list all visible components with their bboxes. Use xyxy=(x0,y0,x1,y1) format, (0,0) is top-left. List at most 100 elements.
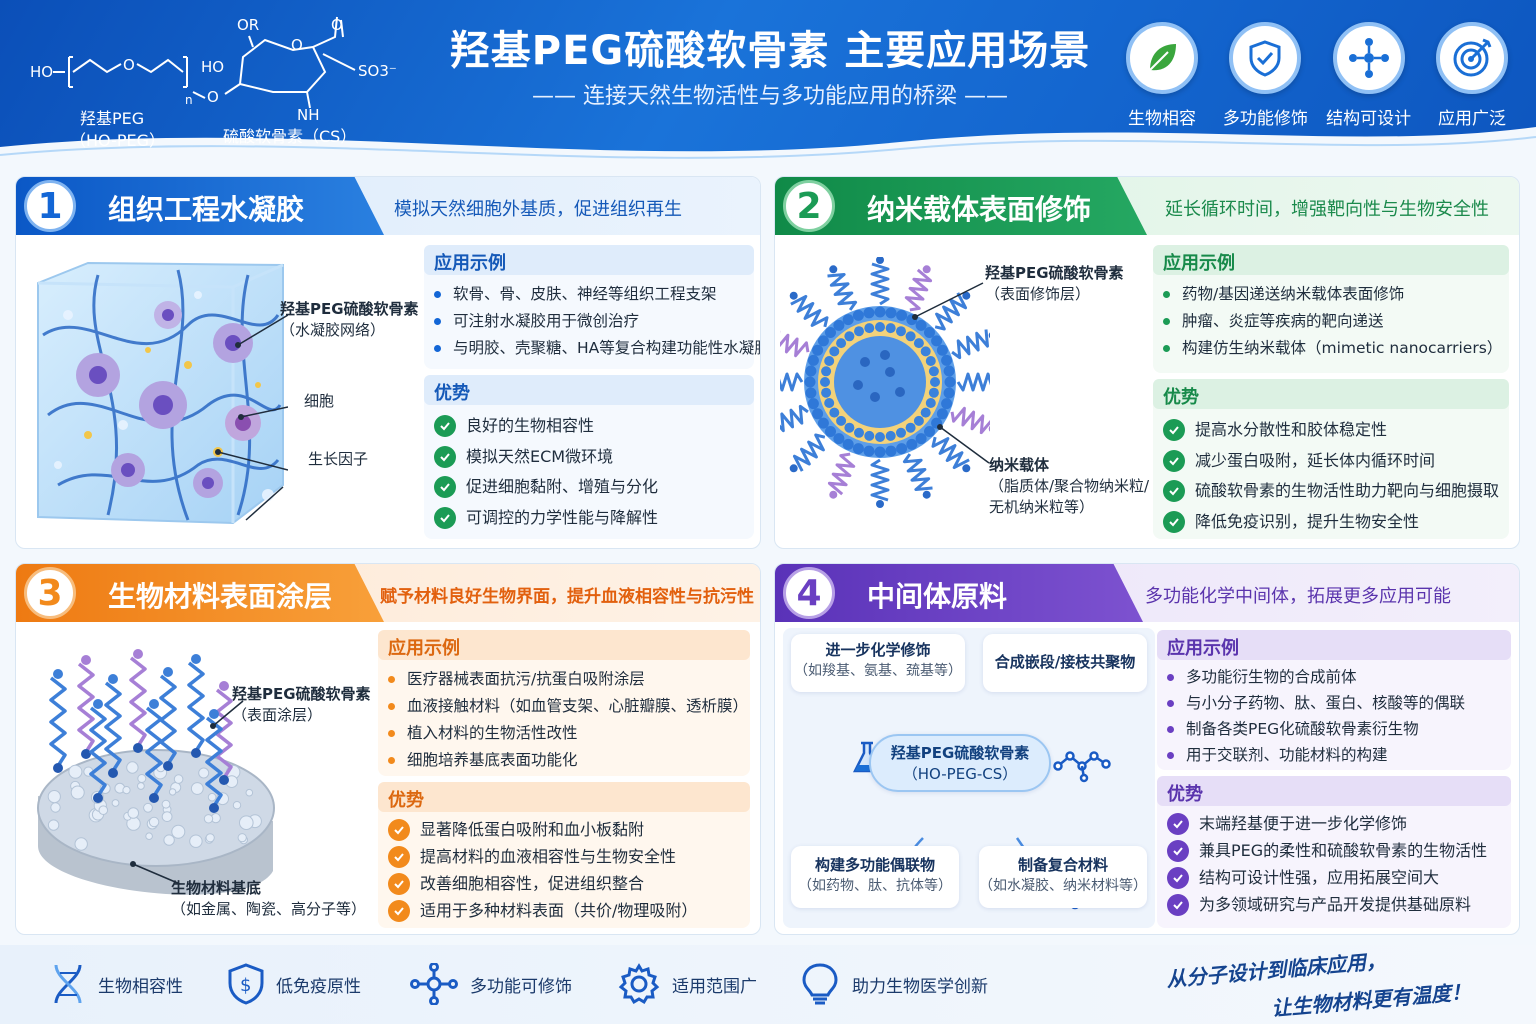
list-item: 兼具PEG的柔性和硫酸软骨素的生物活性 xyxy=(1167,837,1501,864)
mol-nh: NH xyxy=(297,106,320,124)
list-item: 提高水分散性和胶体稳定性 xyxy=(1163,415,1499,446)
list-item: 显著降低蛋白吸附和血小板黏附 xyxy=(388,816,740,843)
panel-title: 生物材料表面涂层 xyxy=(108,575,332,615)
list-item: 植入材料的生物活性改性 xyxy=(388,720,740,747)
callout-growth-factor: 生长因子 xyxy=(308,449,368,470)
check-icon xyxy=(434,507,456,529)
callout-substrate: 生物材料基底 （如金属、陶瓷、高分子等） xyxy=(171,878,366,920)
node-center-hopegcs: 羟基PEG硫酸软骨素 （HO-PEG-CS） xyxy=(869,734,1051,792)
cs-name: 硫酸软骨素（CS） xyxy=(223,127,356,146)
panel-number: 4 xyxy=(783,567,835,619)
node-copolymer: 合成嵌段/接枝共聚物 xyxy=(983,634,1147,692)
lightbulb-icon xyxy=(800,962,840,1006)
examples-list: 药物/基因递送纳米载体表面修饰 肿瘤、炎症等疾病的靶向递送 构建仿生纳米载体（m… xyxy=(1153,275,1509,368)
panel-title: 中间体原料 xyxy=(867,575,1007,615)
footer-item-multifunctional: 多功能可修饰 xyxy=(410,963,572,1005)
check-icon xyxy=(1163,450,1185,472)
mol-o3: O xyxy=(291,36,303,54)
hydrogel-illustration xyxy=(28,255,288,530)
check-icon xyxy=(434,415,456,437)
list-item: 良好的生物相容性 xyxy=(434,411,744,442)
target-icon xyxy=(1436,22,1508,94)
footer-item-wide-range: 适用范围广 xyxy=(618,963,757,1005)
examples-title: 应用示例 xyxy=(378,630,750,660)
list-item: 肿瘤、炎症等疾病的靶向递送 xyxy=(1163,308,1499,335)
panel-title: 纳米载体表面修饰 xyxy=(867,188,1091,228)
list-item: 结构可设计性强，应用拓展空间大 xyxy=(1167,864,1501,891)
list-item: 改善细胞相容性，促进组织整合 xyxy=(388,870,740,897)
check-icon xyxy=(1163,480,1185,502)
list-item: 促进细胞黏附、增殖与分化 xyxy=(434,472,744,503)
footer-slogan: 从分子设计到临床应用， 让生物材料更有温度！ xyxy=(1166,946,1506,1022)
mol-so3: SO3⁻ xyxy=(358,62,397,80)
panel-number: 2 xyxy=(783,180,835,232)
list-item: 可注射水凝胶用于微创治疗 xyxy=(434,308,744,335)
check-icon xyxy=(388,846,410,868)
panel-header: 2 纳米载体表面修饰 延长循环时间，增强靶向性与生物安全性 xyxy=(775,177,1519,235)
advantages-list: 显著降低蛋白吸附和血小板黏附 提高材料的血液相容性与生物安全性 改善细胞相容性，… xyxy=(378,812,750,930)
panel-intermediate: 4 中间体原料 多功能化学中间体，拓展更多应用可能 进 xyxy=(774,563,1520,935)
list-item: 可调控的力学性能与降解性 xyxy=(434,503,744,534)
examples-box: 应用示例 医疗器械表面抗污/抗蛋白吸附涂层 血液接触材料（如血管支架、心脏瓣膜、… xyxy=(378,630,750,776)
molecule-icon xyxy=(410,963,458,1005)
callout-cell: 细胞 xyxy=(304,391,334,412)
gear-icon xyxy=(618,963,660,1005)
slogan-line-2: 让生物材料更有温度！ xyxy=(1270,975,1472,1021)
molecule-structure: HO O n O HO OR O O SO3⁻ NH 羟基PEG （HO-PEG… xyxy=(25,12,425,152)
panel-tagline: 延长循环时间，增强靶向性与生物安全性 xyxy=(1165,195,1489,221)
feature-multifunctional: 多功能修饰 xyxy=(1215,22,1315,142)
advantages-title: 优势 xyxy=(1157,776,1511,806)
examples-list: 软骨、骨、皮肤、神经等组织工程支架 可注射水凝胶用于微创治疗 与明胶、壳聚糖、H… xyxy=(424,275,754,368)
mol-o: O xyxy=(123,56,135,74)
footer-item-low-immunogenicity: $ 低免疫原性 xyxy=(228,963,361,1005)
advantages-list: 良好的生物相容性 模拟天然ECM微环境 促进细胞黏附、增殖与分化 可调控的力学性… xyxy=(424,405,754,539)
panel-tagline: 赋予材料良好生物界面，提升血液相容性与抗污性 xyxy=(380,582,754,607)
feature-icons: 生物相容 多功能修饰 结构可设计 应用广泛 xyxy=(1112,22,1522,142)
node-composites: 制备复合材料 （如水凝胶、纳米材料等） xyxy=(979,846,1147,908)
mol-ho: HO xyxy=(30,63,53,81)
feature-label: 生物相容 xyxy=(1128,104,1196,129)
list-item: 医疗器械表面抗污/抗蛋白吸附涂层 xyxy=(388,666,740,693)
list-item: 末端羟基便于进一步化学修饰 xyxy=(1167,810,1501,837)
shield-dollar-icon: $ xyxy=(228,963,264,1005)
advantages-list: 末端羟基便于进一步化学修饰 兼具PEG的柔性和硫酸软骨素的生物活性 结构可设计性… xyxy=(1157,806,1511,924)
list-item: 药物/基因递送纳米载体表面修饰 xyxy=(1163,281,1499,308)
panel-tagline: 模拟天然细胞外基质，促进组织再生 xyxy=(394,195,682,221)
list-item: 为多领域研究与产品开发提供基础原料 xyxy=(1167,891,1501,918)
header-banner: HO O n O HO OR O O SO3⁻ NH 羟基PEG （HO-PEG… xyxy=(0,0,1536,165)
page-title: 羟基PEG硫酸软骨素 主要应用场景 xyxy=(440,18,1100,76)
list-item: 用于交联剂、功能材料的构建 xyxy=(1167,742,1501,768)
list-item: 多功能衍生物的合成前体 xyxy=(1167,664,1501,690)
dna-icon xyxy=(50,963,86,1005)
advantages-box: 优势 显著降低蛋白吸附和血小板黏附 提高材料的血液相容性与生物安全性 改善细胞相… xyxy=(378,782,750,928)
advantages-title: 优势 xyxy=(1153,379,1509,409)
feature-designable: 结构可设计 xyxy=(1319,22,1419,142)
examples-title: 应用示例 xyxy=(1153,245,1509,275)
mol-o2: O xyxy=(207,88,219,106)
examples-title: 应用示例 xyxy=(424,245,754,275)
callout-hydrogel-network: 羟基PEG硫酸软骨素 （水凝胶网络） xyxy=(280,299,419,341)
list-item: 软骨、骨、皮肤、神经等组织工程支架 xyxy=(434,281,744,308)
molecule-icon xyxy=(1333,22,1405,94)
examples-box: 应用示例 药物/基因递送纳米载体表面修饰 肿瘤、炎症等疾病的靶向递送 构建仿生纳… xyxy=(1153,245,1509,373)
panel-title: 组织工程水凝胶 xyxy=(108,188,304,228)
check-icon xyxy=(1163,511,1185,533)
mol-n: n xyxy=(185,93,193,107)
check-icon xyxy=(1167,813,1189,835)
panel-nanocarrier: 2 纳米载体表面修饰 延长循环时间，增强靶向性与生物安全性 羟基PEG硫酸软骨素… xyxy=(774,176,1520,549)
polymer-icon xyxy=(1055,753,1110,782)
list-item: 制备各类PEG化硫酸软骨素衍生物 xyxy=(1167,716,1501,742)
mol-or: OR xyxy=(237,16,259,34)
panel-surface-coating: 3 生物材料表面涂层 赋予材料良好生物界面，提升血液相容性与抗污性 羟基PEG硫… xyxy=(15,563,761,935)
check-icon xyxy=(1167,840,1189,862)
node-conjugates: 构建多功能偶联物 （如药物、肽、抗体等） xyxy=(791,846,959,908)
callout-surface-coating: 羟基PEG硫酸软骨素 （表面涂层） xyxy=(232,684,371,726)
advantages-box: 优势 提高水分散性和胶体稳定性 减少蛋白吸附，延长体内循环时间 硫酸软骨素的生物… xyxy=(1153,379,1509,539)
feature-label: 结构可设计 xyxy=(1326,104,1411,129)
feature-wide-application: 应用广泛 xyxy=(1422,22,1522,142)
mol-ho2: HO xyxy=(201,58,224,76)
list-item: 模拟天然ECM微环境 xyxy=(434,442,744,473)
check-icon xyxy=(388,819,410,841)
panel-tissue-engineering: 1 组织工程水凝胶 模拟天然细胞外基质，促进组织再生 xyxy=(15,176,761,549)
list-item: 细胞培养基底表面功能化 xyxy=(388,747,740,774)
